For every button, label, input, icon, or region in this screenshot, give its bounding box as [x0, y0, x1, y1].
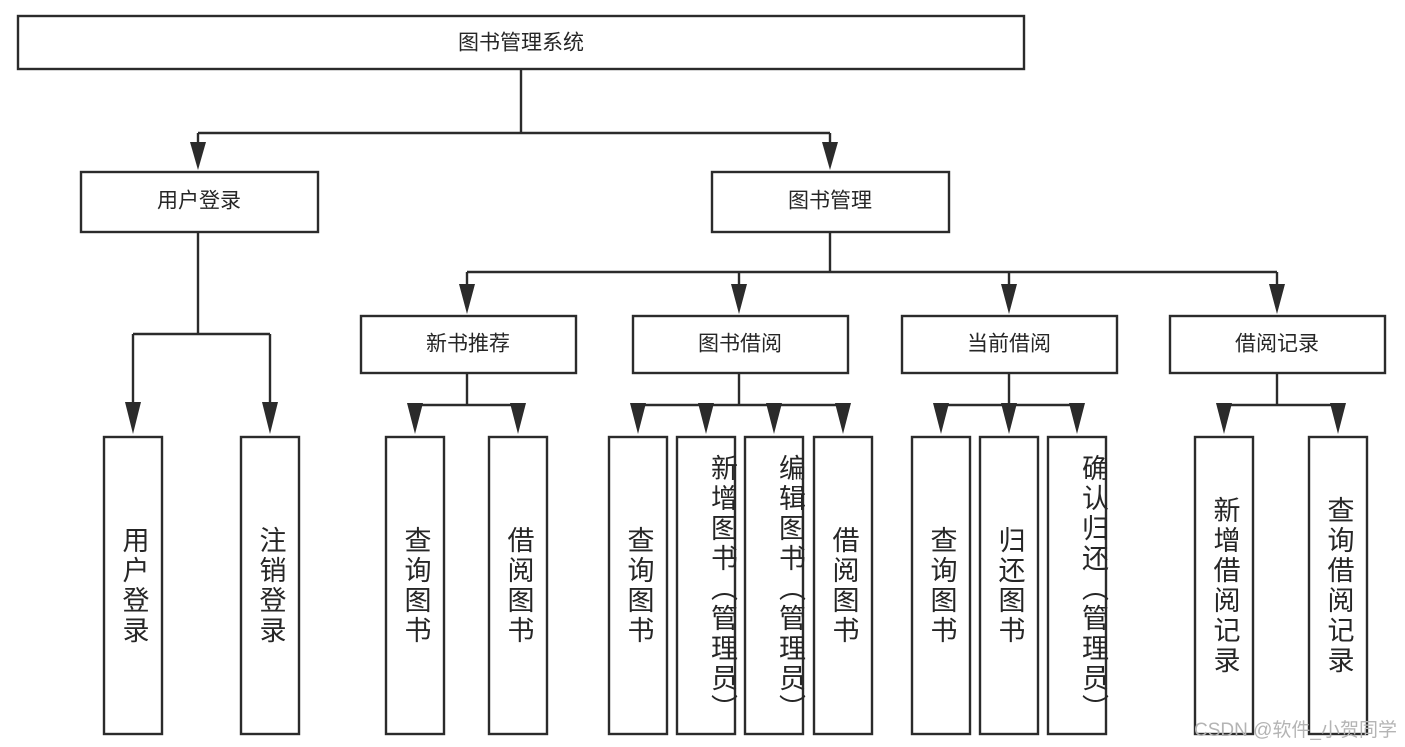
node-root-label: 图书管理系统: [458, 32, 584, 55]
connectors-book-borrow-to-leaves: [630, 373, 851, 434]
leaf-add-record-box[interactable]: [1193, 435, 1255, 736]
node-new-book-recommend[interactable]: 新书推荐: [359, 314, 578, 375]
connectors-current-borrow-to-leaves: [933, 373, 1085, 434]
leaf-add-book-box[interactable]: [675, 435, 737, 736]
arrow-head-leaf-add-record: [1216, 403, 1232, 434]
node-current-borrow[interactable]: 当前借阅: [900, 314, 1119, 375]
arrow-head-leaf-logout: [262, 402, 278, 434]
connectors-root-to-level2: [190, 69, 838, 170]
watermark-text: CSDN @软件_小贺同学: [1194, 720, 1397, 741]
leaf-query-record-box[interactable]: [1307, 435, 1369, 736]
leaf-query-book-3-box[interactable]: [910, 435, 972, 736]
connectors-new-book-recommend-to-leaves: [407, 373, 526, 434]
leaf-query-book-1-box[interactable]: [384, 435, 446, 736]
connectors-borrow-record-to-leaves: [1216, 373, 1346, 434]
arrow-head-leaf-add-book: [698, 403, 714, 434]
connectors-book-manage-to-level3: [459, 232, 1285, 314]
node-user-login[interactable]: 用户登录: [79, 170, 320, 234]
arrow-head-book-manage: [822, 142, 838, 170]
arrow-head-leaf-query-record: [1330, 403, 1346, 434]
arrow-head-book-borrow: [731, 284, 747, 314]
arrow-head-new-book-recommend: [459, 284, 475, 314]
arrow-head-leaf-edit-book: [766, 403, 782, 434]
node-book-manage[interactable]: 图书管理: [710, 170, 951, 234]
node-book-manage-box[interactable]: [710, 170, 951, 234]
node-book-borrow[interactable]: 图书借阅: [631, 314, 850, 375]
node-book-manage-label: 图书管理: [788, 190, 872, 213]
arrow-head-leaf-query-book-1: [407, 403, 423, 434]
node-book-borrow-label: 图书借阅: [698, 333, 782, 356]
node-user-login-box[interactable]: [79, 170, 320, 234]
arrow-head-borrow-record: [1269, 284, 1285, 314]
arrow-head-leaf-return-book: [1001, 403, 1017, 434]
node-borrow-record-box[interactable]: [1168, 314, 1387, 375]
arrow-head-leaf-borrow-book-1: [510, 403, 526, 434]
node-borrow-record-label: 借阅记录: [1235, 333, 1319, 356]
leaf-logout-box[interactable]: [239, 435, 301, 736]
node-book-borrow-box[interactable]: [631, 314, 850, 375]
node-user-login-label: 用户登录: [157, 190, 241, 213]
node-root-box[interactable]: [16, 14, 1026, 71]
node-borrow-record[interactable]: 借阅记录: [1168, 314, 1387, 375]
node-root[interactable]: 图书管理系统: [16, 14, 1026, 71]
arrow-head-leaf-confirm-return: [1069, 403, 1085, 434]
arrow-head-leaf-query-book-2: [630, 403, 646, 434]
arrow-head-current-borrow: [1001, 284, 1017, 314]
node-current-borrow-label: 当前借阅: [967, 333, 1051, 356]
node-new-book-recommend-box[interactable]: [359, 314, 578, 375]
arrow-head-user-login: [190, 142, 206, 170]
arrow-head-leaf-borrow-book-2: [835, 403, 851, 434]
leaf-user-login-box[interactable]: [102, 435, 164, 736]
connectors-user-login-to-leaves: [125, 232, 278, 434]
arrow-head-leaf-user-login: [125, 402, 141, 434]
leaf-edit-book-box[interactable]: [743, 435, 805, 736]
node-current-borrow-box[interactable]: [900, 314, 1119, 375]
leaf-return-book-box[interactable]: [978, 435, 1040, 736]
leaf-borrow-book-2-box[interactable]: [812, 435, 874, 736]
node-new-book-recommend-label: 新书推荐: [426, 333, 510, 356]
leaf-borrow-book-1-box[interactable]: [487, 435, 549, 736]
arrow-head-leaf-query-book-3: [933, 403, 949, 434]
leaf-confirm-return-box[interactable]: [1046, 435, 1108, 736]
leaf-boxes: [102, 435, 1369, 736]
leaf-query-book-2-box[interactable]: [607, 435, 669, 736]
